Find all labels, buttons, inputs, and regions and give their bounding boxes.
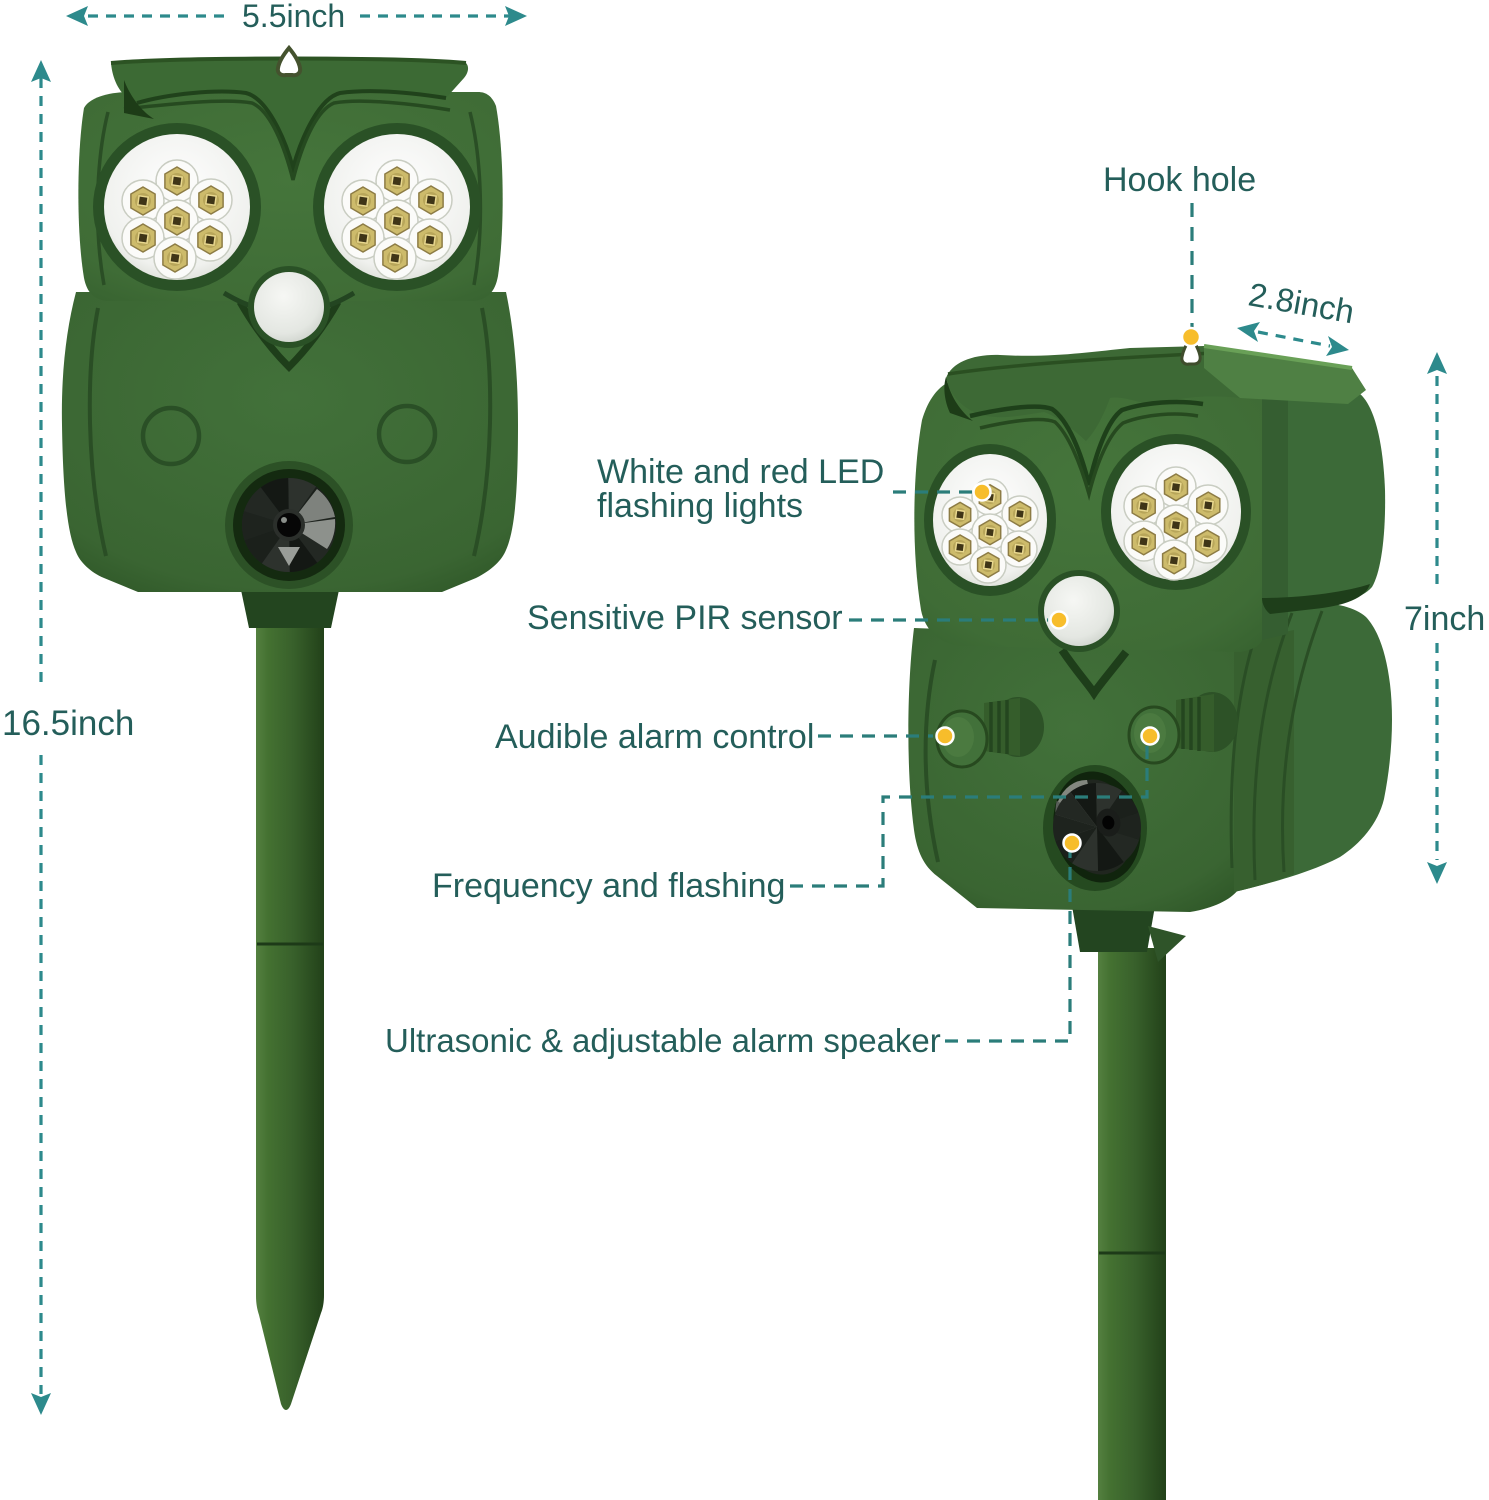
- svg-text:White and red LED: White and red LED: [597, 453, 884, 491]
- svg-text:7inch: 7inch: [1404, 600, 1485, 638]
- svg-text:flashing lights: flashing lights: [597, 487, 803, 525]
- svg-text:Hook hole: Hook hole: [1103, 161, 1256, 199]
- svg-text:Sensitive PIR sensor: Sensitive PIR sensor: [527, 599, 843, 637]
- svg-text:Frequency and flashing: Frequency and flashing: [432, 867, 785, 905]
- svg-text:Audible alarm control: Audible alarm control: [495, 718, 814, 756]
- svg-text:16.5inch: 16.5inch: [2, 704, 134, 743]
- svg-text:Ultrasonic & adjustable alarm: Ultrasonic & adjustable alarm speaker: [385, 1022, 941, 1059]
- svg-text:5.5inch: 5.5inch: [242, 0, 345, 34]
